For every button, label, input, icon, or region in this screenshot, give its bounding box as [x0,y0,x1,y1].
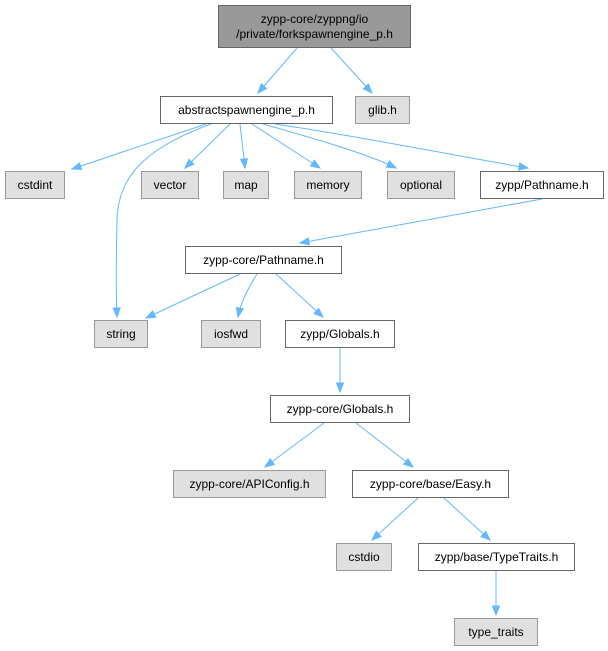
edge-core-globals-to-easy [355,422,414,468]
arrowhead-core-pathname-to-string [144,310,157,319]
node-abstractspawnengine[interactable]: abstractspawnengine_p.h [160,96,333,124]
arrowhead-abstract-to-memory [309,159,322,169]
node-zypp-pathname[interactable]: zypp/Pathname.h [480,171,604,199]
arrowhead-easy-to-cstdio [370,530,382,541]
node-core-globals[interactable]: zypp-core/Globals.h [270,395,410,423]
node-glib: glib.h [355,96,410,124]
node-vector: vector [141,171,199,199]
edge-abstract-to-zypp-pathname [274,123,529,169]
arrowhead-root-to-abstractspawnengine [257,83,268,95]
arrowhead-abstract-to-string [112,307,121,319]
arrowhead-zypp-pathname-to-core-pathname [298,237,311,246]
edge-easy-to-typetraits [443,497,491,541]
edge-abstract-to-optional [262,123,397,169]
edge-core-pathname-to-string [145,273,241,319]
arrowhead-core-globals-to-apiconfig [263,457,276,468]
edge-root-to-abstractspawnengine [257,47,298,94]
node-apiconfig: zypp-core/APIConfig.h [173,470,326,498]
node-cstdint: cstdint [5,171,65,199]
node-forkspawnengine-line2: /private/forkspawnengine_p.h [236,26,393,41]
node-map: map [223,171,269,199]
arrowhead-abstract-to-zypp-pathname [517,162,530,171]
node-memory: memory [294,171,362,199]
edge-core-pathname-to-zypp-globals [275,273,324,318]
arrowhead-core-globals-to-easy [402,457,415,468]
node-typetraits[interactable]: zypp/base/TypeTraits.h [418,543,575,571]
node-iosfwd: iosfwd [201,320,261,348]
node-zypp-globals[interactable]: zypp/Globals.h [285,320,395,348]
arrowhead-easy-to-typetraits [480,530,492,541]
arrowhead-typetraits-to-type-traits [491,605,501,617]
arrowhead-abstract-to-cstdint [70,161,83,170]
arrowhead-core-pathname-to-zypp-globals [313,307,325,318]
arrowhead-root-to-glib [362,83,373,95]
node-forkspawnengine[interactable]: zypp-core/zyppng/io /private/forkspawnen… [218,5,411,48]
edge-core-globals-to-apiconfig [264,422,325,468]
node-type-traits: type_traits [454,618,538,646]
arrowhead-core-pathname-to-iosfwd [235,306,245,319]
edge-abstract-to-memory [251,123,321,169]
arrowhead-abstract-to-vector [184,158,195,169]
edge-root-to-glib [330,47,373,94]
arrowhead-abstract-to-map [239,158,249,170]
edge-zypp-pathname-to-core-pathname [299,198,543,244]
node-string: string [94,320,148,348]
node-cstdio: cstdio [336,543,392,571]
node-easy[interactable]: zypp-core/base/Easy.h [352,470,509,498]
arrowhead-zypp-globals-to-core-globals [335,382,345,394]
node-forkspawnengine-line1: zypp-core/zyppng/io [260,12,369,27]
edge-abstract-to-string [115,123,212,318]
edge-easy-to-cstdio [371,497,419,541]
edge-abstract-to-vector [184,123,231,169]
node-core-pathname[interactable]: zypp-core/Pathname.h [185,246,342,274]
node-optional: optional [387,171,455,199]
arrowhead-abstract-to-optional [385,160,398,169]
edge-abstract-to-cstdint [71,123,207,170]
